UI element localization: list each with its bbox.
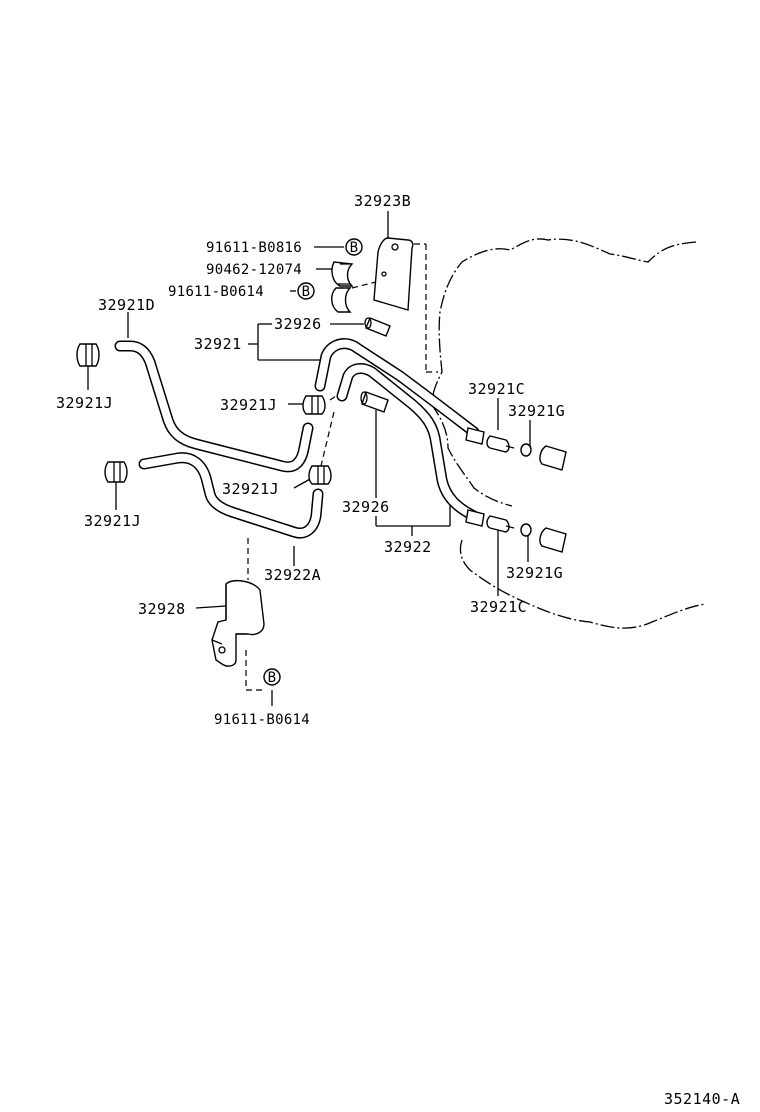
bracket-hole bbox=[381, 271, 387, 277]
gasket-32921g-top bbox=[520, 443, 532, 457]
port-top bbox=[539, 445, 567, 471]
label-32923b: 32923B bbox=[354, 192, 411, 210]
label-32921j-mid-bottom: 32921J bbox=[222, 480, 279, 498]
bracket-bolt-hole bbox=[391, 243, 399, 251]
union-32921c-top bbox=[465, 427, 515, 453]
label-32922: 32922 bbox=[384, 538, 432, 556]
svg-text:B: B bbox=[350, 240, 359, 256]
label-32921c-top: 32921C bbox=[468, 380, 525, 398]
clamp-91611-b0614-top-part bbox=[331, 287, 352, 313]
label-32926-top: 32926 bbox=[274, 315, 322, 333]
label-32921c-bottom: 32921C bbox=[470, 598, 527, 616]
port-bottom bbox=[539, 527, 567, 553]
pipe-32922 bbox=[336, 363, 480, 522]
label-91611-b0816: 91611-B0816 bbox=[206, 240, 302, 256]
hose-32921d bbox=[114, 340, 314, 473]
bracket-32923b bbox=[373, 237, 414, 311]
svg-text:B: B bbox=[268, 670, 277, 686]
pipe-32921 bbox=[314, 338, 480, 438]
union-32921c-bottom bbox=[465, 509, 515, 533]
b-marker-2: B bbox=[297, 282, 315, 300]
gasket-32921g-bottom bbox=[520, 523, 532, 537]
svg-text:B: B bbox=[302, 284, 311, 300]
label-90462-12074: 90462-12074 bbox=[206, 262, 302, 278]
label-32921g-top: 32921G bbox=[508, 402, 565, 420]
label-32926-bottom: 32926 bbox=[342, 498, 390, 516]
hose-32922a bbox=[138, 452, 324, 539]
sleeve-32926-top bbox=[364, 317, 391, 337]
leader-lines bbox=[87, 211, 531, 706]
transmission-case-outline bbox=[432, 238, 707, 629]
label-32928: 32928 bbox=[138, 600, 186, 618]
b-marker-1: B bbox=[345, 238, 363, 256]
clamp-32928 bbox=[211, 579, 265, 667]
clamp-32921j-mid-bottom bbox=[308, 465, 332, 485]
label-32921j-mid-top: 32921J bbox=[220, 396, 277, 414]
diagram-code: 352140-A bbox=[664, 1090, 740, 1108]
clamp-32921j-left-bottom bbox=[104, 461, 128, 483]
label-32921d: 32921D bbox=[98, 296, 155, 314]
sleeve-32926-bottom bbox=[360, 391, 389, 413]
clamp-32921j-mid-top bbox=[302, 395, 326, 415]
label-91611-b0614-top: 91611-B0614 bbox=[168, 284, 264, 300]
clamp-90462-12074 bbox=[331, 261, 354, 287]
label-32921j-left-bottom: 32921J bbox=[84, 512, 141, 530]
label-32921g-bottom: 32921G bbox=[506, 564, 563, 582]
label-32922a: 32922A bbox=[264, 566, 321, 584]
clamp-32921j-left-top bbox=[76, 343, 100, 367]
label-32921j-left-top: 32921J bbox=[56, 394, 113, 412]
label-91611-b0614-bottom: 91611-B0614 bbox=[214, 712, 310, 728]
label-32921: 32921 bbox=[194, 335, 242, 353]
b-marker-3: B bbox=[263, 668, 281, 686]
